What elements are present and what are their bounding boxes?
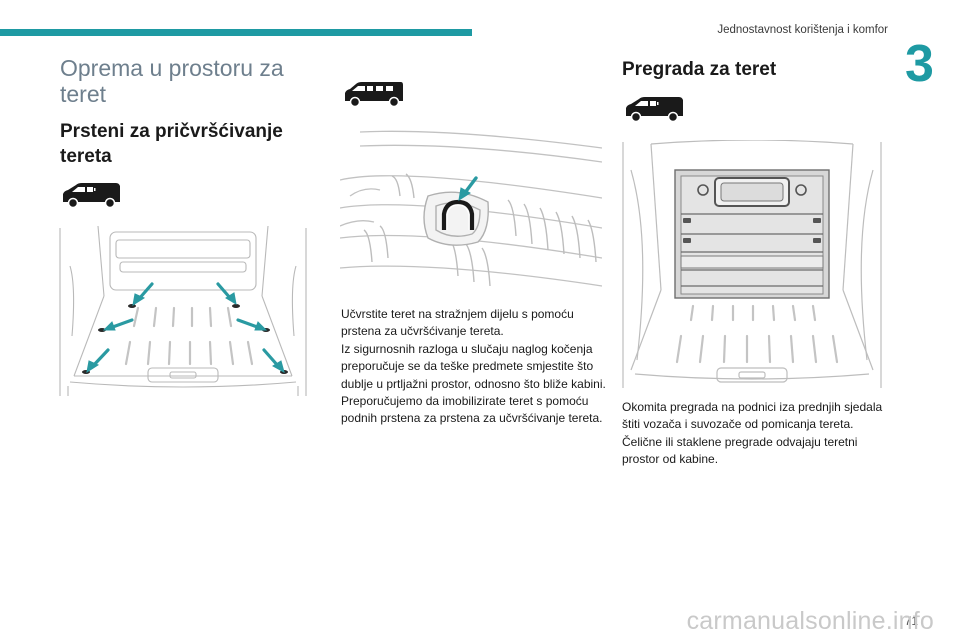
long-van-icon xyxy=(345,82,403,108)
page-number: 71 xyxy=(904,614,918,628)
short-van-icon xyxy=(63,183,120,209)
paragraph: Učvrstite teret na stražnjem dijelu s po… xyxy=(341,307,574,339)
anchor-rings-description: Učvrstite teret na stražnjem dijelu s po… xyxy=(341,306,606,428)
heading-cargo-partition: Pregrada za teret xyxy=(622,59,777,80)
chapter-color-bar xyxy=(0,29,472,36)
paragraph: Iz sigurnosnih razloga u slučaju naglog … xyxy=(341,341,606,391)
cargo-partition-description: Okomita pregrada na podnici iza prednjih… xyxy=(622,399,884,469)
paragraph: Preporučujemo da imobilizirate teret s p… xyxy=(341,394,603,426)
cargo-partition-illustration xyxy=(621,140,883,390)
rear-anchor-ring-closeup-illustration xyxy=(340,126,602,290)
short-van-icon xyxy=(626,97,683,123)
watermark: carmanualsonline.info xyxy=(686,607,934,635)
paragraph: Čelične ili staklene pregrade odvajaju t… xyxy=(622,434,858,467)
running-head: Jednostavnost korištenja i komfor xyxy=(717,24,888,36)
paragraph: Okomita pregrada na podnici iza prednjih… xyxy=(622,400,883,432)
section-title: Oprema u prostoru za teret xyxy=(60,55,284,107)
chapter-number: 3 xyxy=(905,35,934,93)
load-floor-anchor-rings-illustration xyxy=(58,226,308,398)
heading-anchor-rings: Prsteni za pričvršćivanje tereta xyxy=(60,121,283,167)
